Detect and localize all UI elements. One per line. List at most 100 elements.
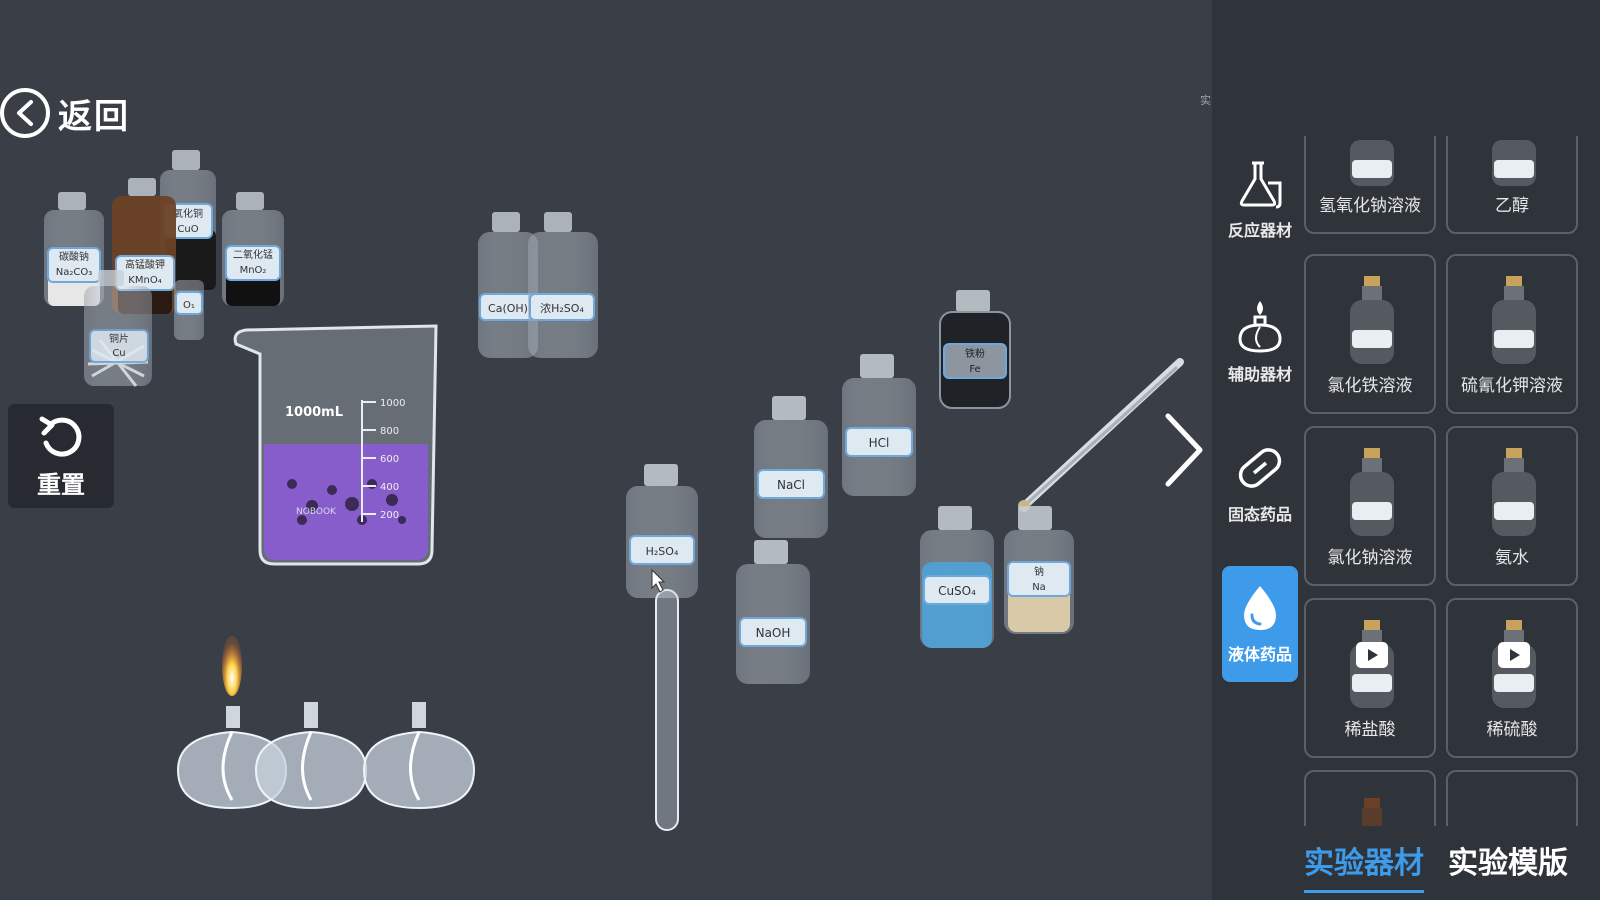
- chevron-left-icon: [0, 88, 50, 138]
- reagent-label: 氯化铁溶液: [1327, 376, 1413, 396]
- reagent-bottle-icon: [1362, 798, 1382, 826]
- category-solid-reagents[interactable]: 固态药品: [1222, 424, 1298, 544]
- reset-button[interactable]: 重置: [8, 404, 114, 508]
- alcohol-lamp-3[interactable]: [362, 702, 476, 810]
- beaker[interactable]: 1000mL 1000 800 600 400 200 NOBOOK: [232, 324, 444, 572]
- caoh-bottle[interactable]: Ca(OH): [478, 212, 538, 358]
- reagent-card-kscn-solution[interactable]: 硫氰化钾溶液: [1446, 254, 1578, 414]
- na2co3-bottle[interactable]: 碳酸钠 Na₂CO₃: [44, 192, 104, 306]
- beaker-volume: 1000mL: [285, 405, 343, 420]
- alcohol-lamp-2[interactable]: [254, 702, 368, 810]
- caoh-formula: Ca(OH): [488, 302, 528, 315]
- fe-formula: Fe: [969, 364, 980, 375]
- na-bottle-with-tweezers[interactable]: 钠 Na: [1000, 356, 1190, 638]
- reagent-bottle-icon: [1492, 276, 1536, 364]
- video-play-icon[interactable]: [1498, 642, 1530, 668]
- cuso4-bottle[interactable]: CuSO₄: [916, 504, 1000, 654]
- materials-panel: 反应器材 辅助器材 固态药品 液体药品: [1212, 0, 1600, 900]
- video-play-icon[interactable]: [1356, 642, 1388, 668]
- small-bottle-formula: O₁: [183, 300, 195, 311]
- reset-icon: [39, 416, 82, 457]
- tick-600: 600: [380, 454, 399, 465]
- category-reaction-equipment[interactable]: 反应器材: [1222, 140, 1298, 260]
- na2co3-name: 碳酸钠: [59, 250, 89, 263]
- category-label: 反应器材: [1227, 221, 1292, 240]
- lamp-icon: [1238, 301, 1282, 353]
- tweezers[interactable]: [1018, 358, 1184, 512]
- mno2-formula: MnO₂: [240, 265, 267, 276]
- tab-experiment-equipment[interactable]: 实验器材: [1304, 838, 1424, 893]
- small-reagent-bottle[interactable]: O₁: [174, 280, 204, 340]
- reset-label: 重置: [37, 470, 85, 499]
- back-button[interactable]: 返回: [0, 88, 130, 138]
- reagent-bottle-icon: [1350, 276, 1394, 364]
- naoh-bottle[interactable]: NaOH: [732, 538, 816, 690]
- tick-200: 200: [380, 510, 399, 521]
- category-label: 液体药品: [1227, 645, 1292, 664]
- h2so4-with-test-tube[interactable]: H₂SO₄: [622, 460, 712, 850]
- category-label: 辅助器材: [1227, 365, 1292, 384]
- reagent-card-nacl-solution[interactable]: 氯化钠溶液: [1304, 426, 1436, 586]
- reagent-card-naoh-solution[interactable]: 氢氧化钠溶液: [1304, 136, 1436, 234]
- reagent-label: 氯化钠溶液: [1327, 548, 1413, 568]
- mno2-bottle[interactable]: 二氧化锰 MnO₂: [222, 192, 284, 306]
- na-bottle[interactable]: 钠 Na: [1004, 506, 1074, 634]
- hcl-formula: HCl: [869, 436, 890, 450]
- nacl-formula: NaCl: [777, 478, 805, 492]
- reagent-label: 稀盐酸: [1344, 720, 1396, 740]
- cuo-name: 氧化铜: [173, 207, 203, 220]
- alcohol-lamps[interactable]: [170, 636, 490, 830]
- chevron-right-icon: [1165, 413, 1203, 487]
- fe-name: 铁粉: [965, 347, 985, 360]
- fe-bottle[interactable]: 铁粉 Fe: [936, 288, 1016, 414]
- test-tube[interactable]: [655, 589, 679, 831]
- reagent-bottle-icon: [1350, 448, 1394, 536]
- reagent-card-partial[interactable]: [1304, 770, 1436, 826]
- solid-reagent-bottles[interactable]: 氧化铜 CuO 碳酸钠 Na₂CO₃ 高锰酸钾 KMnO₄ 二氧化锰: [40, 150, 300, 400]
- alcohol-lamp-lit[interactable]: [176, 706, 288, 810]
- na2co3-formula: Na₂CO₃: [56, 267, 92, 278]
- reagent-label: 乙醇: [1495, 196, 1529, 216]
- cuo-formula: CuO: [177, 224, 198, 235]
- cuso4-formula: CuSO₄: [938, 584, 976, 598]
- tab-experiment-template[interactable]: 实验模版: [1448, 846, 1568, 881]
- tick-400: 400: [380, 482, 399, 493]
- reagent-grid[interactable]: 氢氧化钠溶液 乙醇 氯化铁溶液: [1304, 136, 1586, 826]
- reagent-card-dilute-h2so4[interactable]: 稀硫酸: [1446, 598, 1578, 758]
- reagent-bottle-icon: [1492, 448, 1536, 536]
- beaker-brand: NOBOOK: [296, 507, 337, 517]
- back-label: 返回: [58, 96, 130, 137]
- cu-name: 铜片: [109, 332, 129, 345]
- droplet-icon: [1244, 586, 1276, 630]
- reagent-card-fecl3-solution[interactable]: 氯化铁溶液: [1304, 254, 1436, 414]
- naoh-formula: NaOH: [756, 626, 791, 640]
- experiment-stage[interactable]: 返回 重置 氧化铜 CuO: [0, 0, 1212, 900]
- tick-1000: 1000: [380, 398, 405, 409]
- mno2-name: 二氧化锰: [233, 248, 273, 261]
- reagent-card-dilute-hcl[interactable]: 稀盐酸: [1304, 598, 1436, 758]
- conc-h2so4-bottle[interactable]: 浓H₂SO₄: [528, 212, 598, 358]
- next-arrow-button[interactable]: [1160, 410, 1210, 490]
- flask-icon: [1239, 161, 1282, 209]
- category-auxiliary-equipment[interactable]: 辅助器材: [1222, 282, 1298, 402]
- hcl-bottle[interactable]: HCl: [838, 352, 922, 502]
- reagent-label: 氢氧化钠溶液: [1319, 196, 1421, 216]
- tick-800: 800: [380, 426, 399, 437]
- na-formula: Na: [1032, 582, 1046, 593]
- h2so4-bottle[interactable]: H₂SO₄: [626, 464, 698, 598]
- na-name: 钠: [1034, 565, 1044, 578]
- reagent-card-partial[interactable]: [1446, 770, 1578, 826]
- cursor-icon: [651, 568, 666, 593]
- reagent-bottle-icon: [1492, 140, 1536, 186]
- conc-h2so4-formula: 浓H₂SO₄: [540, 302, 584, 315]
- liquid-bottle-pair[interactable]: Ca(OH) 浓H₂SO₄: [474, 206, 614, 366]
- reagent-card-ethanol[interactable]: 乙醇: [1446, 136, 1578, 234]
- h2so4-formula: H₂SO₄: [646, 545, 679, 558]
- category-liquid-reagents[interactable]: 液体药品: [1222, 566, 1298, 682]
- category-list: 反应器材 辅助器材 固态药品 液体药品: [1222, 140, 1298, 704]
- reagent-card-ammonia[interactable]: 氨水: [1446, 426, 1578, 586]
- bottom-tabs: 实验器材 实验模版: [1304, 838, 1594, 893]
- kmno4-name: 高锰酸钾: [125, 258, 165, 271]
- nacl-bottle[interactable]: NaCl: [750, 394, 834, 544]
- cu-bottle[interactable]: 铜片 Cu: [84, 270, 152, 387]
